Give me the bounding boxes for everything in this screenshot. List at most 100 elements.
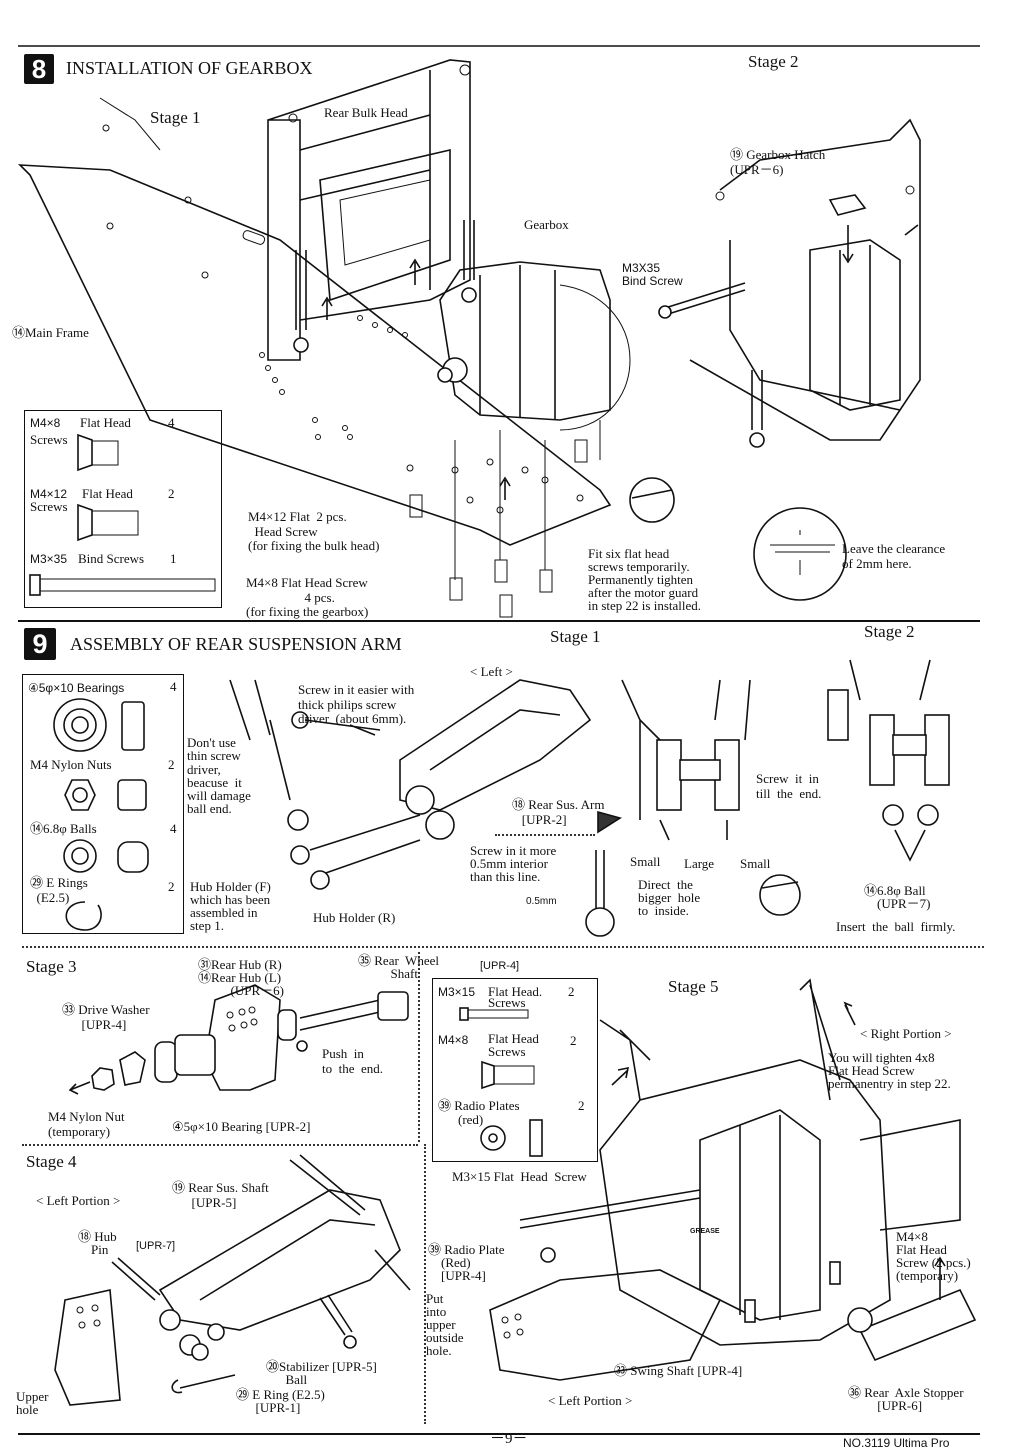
part-8-2-name: Bind Screws xyxy=(78,551,145,566)
part-8-0-size: M4×8 xyxy=(30,416,61,430)
s9-stage1-label: Stage 1 xyxy=(550,627,601,646)
ball-label: ⑭6.8φ Ball (UPR－7) xyxy=(864,883,931,911)
dim-05mm: 0.5mm xyxy=(526,896,557,907)
part-8-1-name: Flat Head xyxy=(82,486,133,501)
part-8-1-qty: 2 xyxy=(168,486,175,501)
gearbox-hatch-drawing xyxy=(658,118,921,448)
part-8-2-size: M3×35 xyxy=(30,552,68,566)
clearance-note: Leave the clearance of 2mm here. xyxy=(842,541,946,571)
main-frame-label: ⑭Main Frame xyxy=(12,325,89,340)
stage3-label: Stage 3 xyxy=(26,957,77,976)
step-number-9: 9 xyxy=(24,628,56,660)
part-5-2-sub: (red) xyxy=(458,1112,484,1127)
part-8-0-qty: 4 xyxy=(168,415,175,430)
axle-stopper-label: ㊱ Rear Axle Stopper [UPR-6] xyxy=(848,1385,964,1413)
parts-box-9-icons xyxy=(53,698,149,931)
stage5-label: Stage 5 xyxy=(668,977,719,996)
part-9-2-label: ⑭6.8φ Balls xyxy=(30,821,97,836)
main-frame-drawing xyxy=(17,59,631,618)
screw-more-note: Screw in it more 0.5mm interior than thi… xyxy=(470,843,557,884)
insert-ball-note: Insert the ball firmly. xyxy=(836,919,956,934)
clearance-detail-drawing xyxy=(753,507,847,601)
parts-box-8-screws xyxy=(29,433,216,596)
fit-six-screws-note: Fit six flat head screws temporarily. Pe… xyxy=(588,546,702,613)
part-5-1-size: M4×8 xyxy=(438,1033,469,1047)
m4x12-note: M4×12 Flat 2 pcs. Head Screw (for fixing… xyxy=(248,509,380,554)
right-portion-label: < Right Portion > xyxy=(860,1026,952,1041)
step-number-8: 8 xyxy=(24,54,54,84)
push-in-note: Push in to the end. xyxy=(322,1046,384,1076)
part-5-1-qty: 2 xyxy=(570,1033,577,1048)
part-9-0-label: ④5φ×10 Bearings xyxy=(28,681,125,695)
m4x8-screw-label: M4×8 Flat Head Screw (2 pcs.) (temporary… xyxy=(896,1229,971,1283)
part-9-0-qty: 4 xyxy=(170,679,177,694)
m3x15-screw-label: M3×15 Flat Head Screw xyxy=(452,1169,587,1184)
parts-box-stage5-icons xyxy=(459,1007,543,1157)
s8-stage2-label: Stage 2 xyxy=(748,52,799,71)
page-number: －9－ xyxy=(490,1431,528,1447)
m4x8-note: M4×8 Flat Head Screw 4 pcs. (for fixing … xyxy=(246,575,369,620)
s8-stage1-label: Stage 1 xyxy=(150,108,201,127)
stabilizer-ball-label: ⑳Stabilizer [UPR-5] Ball xyxy=(266,1359,377,1387)
grease-tag: GREASE xyxy=(690,1228,720,1235)
dont-use-note: Don't use thin screw driver, beacuse it … xyxy=(187,735,251,817)
e-ring-label: ㉙ E Ring (E2.5) [UPR-1] xyxy=(236,1387,325,1415)
left-portion-label-4: < Left Portion > xyxy=(36,1193,121,1208)
stage4-label: Stage 4 xyxy=(26,1152,77,1171)
large-label: Large xyxy=(684,856,715,871)
rear-sus-shaft-label: ⑲ Rear Sus. Shaft [UPR-5] xyxy=(172,1180,269,1210)
rear-sus-arm-label: ⑱ Rear Sus. Arm [UPR-2] xyxy=(512,797,605,827)
stage4-arm-drawing xyxy=(54,1154,411,1406)
parts-box-8 xyxy=(24,410,222,608)
bind-screw-label: M3X35 Bind Screw xyxy=(622,261,683,289)
rear-bulk-head-label: Rear Bulk Head xyxy=(324,105,408,120)
part-5-0-size: M3×15 xyxy=(438,985,476,999)
part-5-1-sub: Screws xyxy=(488,1044,526,1059)
rear-hub-drawing xyxy=(68,984,409,1095)
part-5-0-name: Flat Head. xyxy=(488,984,543,999)
put-into-hole-note: Put into upper outside hole. xyxy=(426,1291,464,1358)
part-5-2-qty: 2 xyxy=(578,1098,585,1113)
part-8-2-qty: 1 xyxy=(170,551,177,566)
part-8-0-sub: Screws xyxy=(30,432,68,447)
bearing-label: ④5φ×10 Bearing [UPR-2] xyxy=(172,1119,311,1134)
gearbox-label: Gearbox xyxy=(524,217,569,232)
part-5-1-name: Flat Head xyxy=(488,1031,539,1046)
rear-hub-label: ㉛Rear Hub (R) ⑭Rear Hub (L) (UPR－6) xyxy=(198,957,284,998)
hub-pin-label: ⑱ Hub Pin xyxy=(78,1229,117,1257)
small-label-2: Small xyxy=(740,856,771,871)
left-portion-label-5: < Left Portion > xyxy=(548,1393,633,1408)
screw-easier-note: Screw in it easier with thick philips sc… xyxy=(298,682,415,727)
small-label-1: Small xyxy=(630,854,661,869)
drive-washer-label: ㉝ Drive Washer [UPR-4] xyxy=(62,1002,150,1032)
part-5-0-qty: 2 xyxy=(568,984,575,999)
hub-holder-f-note: Hub Holder (F) which has been assembled … xyxy=(190,879,271,933)
part-8-0-name: Flat Head xyxy=(80,415,131,430)
tighten-later-note: You will tighten 4x8 Flat Head Screw per… xyxy=(828,1050,951,1091)
screw-till-end-note: Screw it in till the end. xyxy=(756,771,822,801)
nylon-nut-label: M4 Nylon Nut (temporary) xyxy=(48,1109,125,1139)
section-8-title: INSTALLATION OF GEARBOX xyxy=(66,58,313,78)
part-5-2-name: ㊴ Radio Plates xyxy=(438,1098,520,1113)
rear-wheel-code: [UPR-4] xyxy=(480,960,520,972)
part-9-2-qty: 4 xyxy=(170,821,177,836)
parts-box-9 xyxy=(22,674,184,934)
model-number: NO.3119 Ultima Pro xyxy=(843,1436,950,1450)
part-9-1-label: M4 Nylon Nuts xyxy=(30,757,112,772)
part-5-0-sub: Screws xyxy=(488,995,526,1010)
swing-shaft-label: ㉝ Swing Shaft [UPR-4] xyxy=(614,1363,743,1378)
part-9-3-qty: 2 xyxy=(168,879,175,894)
rear-wheel-shaft-label: ㉟ Rear Wheel Shaft xyxy=(358,953,439,981)
mascot-drawing xyxy=(629,477,801,916)
part-9-3-label: ㉙ E Rings (E2.5) xyxy=(30,875,88,905)
direct-bigger-hole-note: Direct the bigger hole to inside. xyxy=(638,877,701,918)
left-label: < Left > xyxy=(470,664,513,679)
s9-stage2-label: Stage 2 xyxy=(864,622,915,641)
gearbox-hatch-label: ⑲ Gearbox Hatch (UPR－6) xyxy=(730,147,826,177)
hub-holder-r-label: Hub Holder (R) xyxy=(313,910,396,925)
part-8-1-sub: Screws xyxy=(30,499,68,514)
section-9-title: ASSEMBLY OF REAR SUSPENSION ARM xyxy=(70,634,402,654)
part-9-1-qty: 2 xyxy=(168,757,175,772)
stage5-assembly-drawing xyxy=(489,978,977,1381)
